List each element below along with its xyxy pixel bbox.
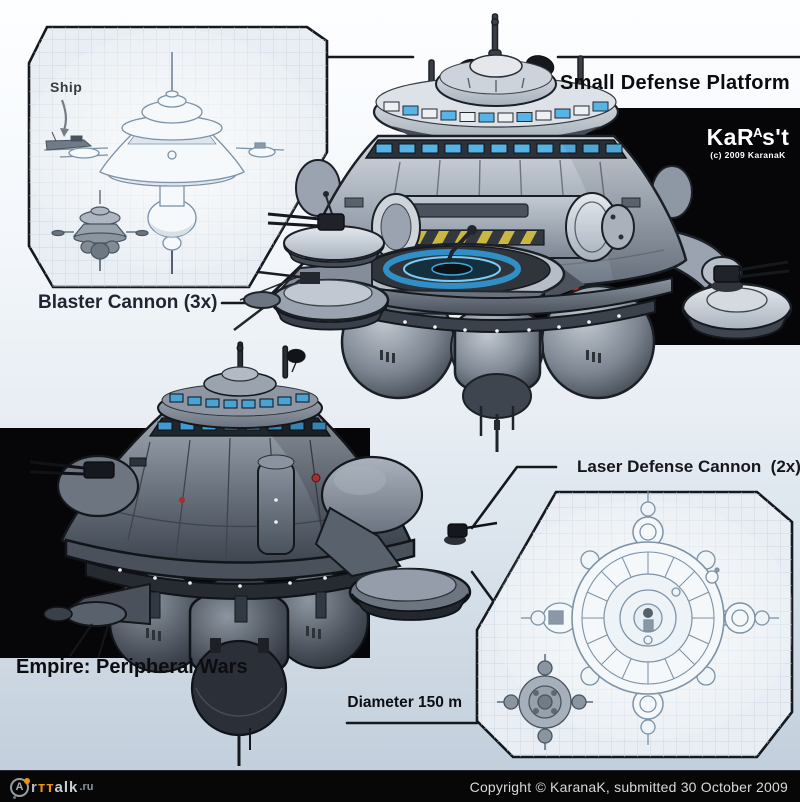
gray-dot-icon bbox=[13, 795, 16, 799]
artwork-title: Small Defense Platform bbox=[559, 72, 790, 94]
blueprint-side-view bbox=[43, 52, 285, 274]
diameter-label: Diameter 150 m bbox=[347, 694, 462, 711]
ship-arrow bbox=[60, 99, 69, 137]
station-render-secondary bbox=[29, 341, 498, 766]
arttalk-a-icon: A bbox=[10, 777, 30, 799]
empire-label: Empire: Peripheral Wars bbox=[16, 656, 248, 678]
dome-windows-2 bbox=[169, 393, 310, 409]
hull-windows bbox=[375, 143, 623, 154]
antenna-masts-2 bbox=[236, 341, 306, 381]
blueprint-top-thumbnail bbox=[497, 654, 593, 750]
docking-module bbox=[371, 192, 635, 262]
station-render-main bbox=[233, 13, 793, 452]
blueprint-top-view bbox=[521, 490, 779, 745]
ship-label: Ship bbox=[50, 79, 83, 95]
orange-dot-icon bbox=[24, 777, 30, 784]
top-view-inset-panel bbox=[475, 490, 794, 759]
under-ring bbox=[321, 276, 673, 333]
blueprint-docked-ship bbox=[45, 131, 93, 151]
artist-logo-text: KaRAs't bbox=[706, 124, 790, 150]
copyright-text: Copyright © KaranaK, submitted 30 Octobe… bbox=[469, 779, 788, 795]
artist-logo-subline: (c) 2009 KaranaK bbox=[710, 150, 786, 160]
laser-turret bbox=[444, 521, 498, 545]
left-arm-2 bbox=[43, 582, 151, 659]
right-arm-2 bbox=[314, 506, 498, 621]
side-pod-left-turret bbox=[29, 454, 140, 518]
bottom-spire bbox=[479, 406, 515, 452]
side-view-inset-panel bbox=[27, 25, 329, 289]
front-module-2 bbox=[257, 461, 295, 555]
blaster-cannon-label: Blaster Cannon (3x) bbox=[38, 292, 218, 313]
disc-windows bbox=[383, 101, 609, 123]
callout-line-laser bbox=[470, 465, 558, 530]
left-arm bbox=[233, 191, 390, 331]
blueprint-side-thumbnail bbox=[51, 190, 149, 271]
artist-logo: KaRAs't (c) 2009 KaranaK bbox=[698, 126, 798, 160]
blaster-turret bbox=[267, 191, 345, 231]
laser-cannon-label: Laser Defense Cannon (2x) bbox=[577, 457, 800, 476]
